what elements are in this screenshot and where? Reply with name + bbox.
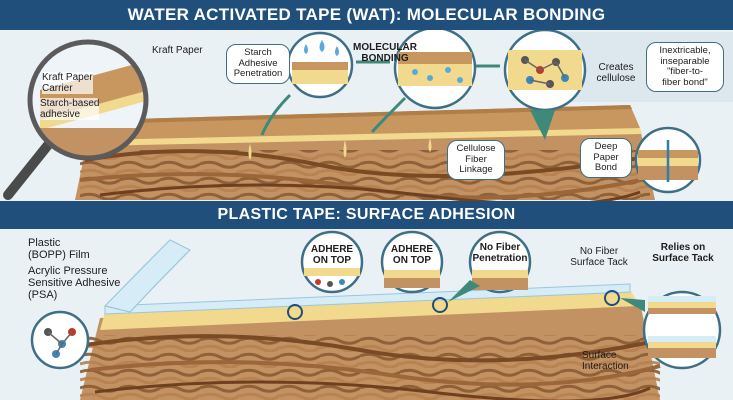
label-no-fiber-penetration: No Fiber Penetration (472, 242, 528, 264)
label-adhere-on-top-2: ADHERE ON TOP (390, 244, 434, 266)
arrow-to-tape-2 (370, 96, 407, 134)
arrow-to-tape-1 (260, 93, 292, 136)
zoom-circle-surface-tack (642, 290, 722, 370)
label-molecular-bonding: MOLECULAR BONDING (353, 42, 417, 64)
callout-starch-penetration: Starch Adhesive Penetration (226, 44, 290, 84)
top-kraft-tape (90, 105, 642, 160)
label-plastic-film: Plastic (BOPP) Film (28, 237, 90, 261)
pointer-no-penetration (448, 280, 480, 302)
label-starch-adhesive: Starch-based adhesive (40, 98, 100, 120)
label-psa: Acrylic Pressure Sensitive Adhesive (PSA… (28, 265, 121, 301)
zoom-circle-cellulose (503, 28, 587, 112)
callout-cellulose-linkage: Cellulose Fiber Linkage (447, 140, 505, 180)
zoom-circle-deep-bond (634, 126, 702, 194)
label-relies-on-surface-tack: Relies on Surface Tack (652, 242, 714, 264)
label-surface-interaction: Surface Interaction (582, 350, 629, 372)
zoom-circle-water (286, 31, 354, 99)
pointer-surface-tack (620, 298, 645, 312)
label-kraft-paper: Kraft Paper (152, 45, 203, 56)
callout-fiber-to-fiber: Inextricable, inseparable "fiber-to- fib… (646, 42, 724, 92)
label-kraft-paper-carrier: Kraft Paper Carrier (42, 72, 93, 94)
marker-ring-2 (432, 297, 448, 313)
zoom-circle-bonding (393, 26, 477, 110)
zoom-circle-no-penetration (468, 230, 532, 294)
marker-ring-3 (604, 290, 620, 306)
zoom-circle-molecule (30, 310, 90, 370)
pointer-cellulose (530, 110, 555, 140)
bottom-fiber-mat (80, 302, 661, 400)
bottom-banner-title: PLASTIC TAPE: SURFACE ADHESION (0, 201, 733, 229)
peeled-film (103, 239, 192, 313)
callout-deep-paper-bond: Deep Paper Bond (580, 138, 632, 178)
label-creates-cellulose: Creates cellulose (596, 62, 636, 84)
top-banner-title: WATER ACTIVATED TAPE (WAT): MOLECULAR BO… (0, 0, 733, 30)
zoom-circle-adhere-1 (300, 230, 364, 294)
label-adhere-on-top-1: ADHERE ON TOP (310, 244, 354, 266)
marker-ring-1 (287, 304, 303, 320)
zoom-circle-adhere-2 (380, 230, 444, 294)
label-no-fiber-surface-tack: No Fiber Surface Tack (570, 246, 628, 268)
